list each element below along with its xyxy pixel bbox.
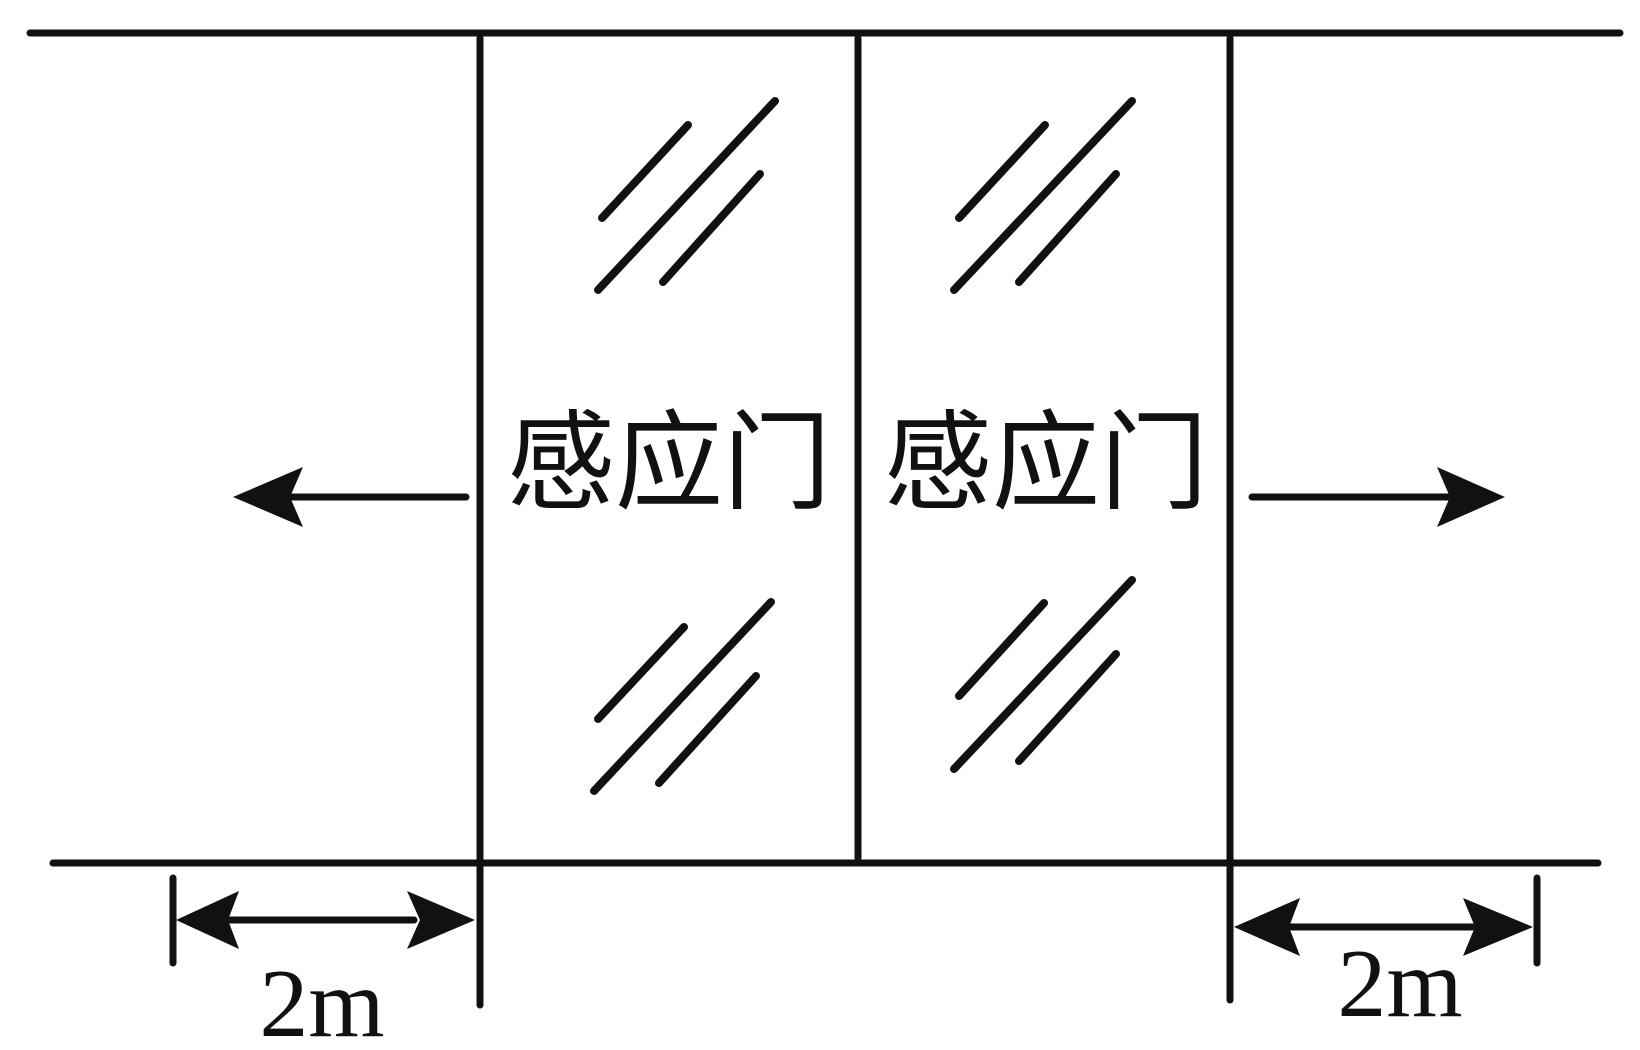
door-label-left: 感应门	[507, 401, 831, 526]
left-dimension	[169, 874, 475, 967]
glass-marks-left-lower	[590, 598, 775, 795]
left-direction-arrow	[233, 467, 470, 527]
right-direction-arrow	[1248, 467, 1505, 527]
glass-marks-left-upper	[594, 97, 779, 294]
door-label-right: 感应门	[884, 401, 1208, 526]
right-dimension	[1234, 874, 1541, 967]
glass-marks-right-upper	[950, 97, 1136, 294]
right-dimension-label: 2m	[1337, 930, 1462, 1038]
glass-marks-right-lower	[950, 576, 1136, 773]
left-dimension-label: 2m	[259, 950, 384, 1050]
